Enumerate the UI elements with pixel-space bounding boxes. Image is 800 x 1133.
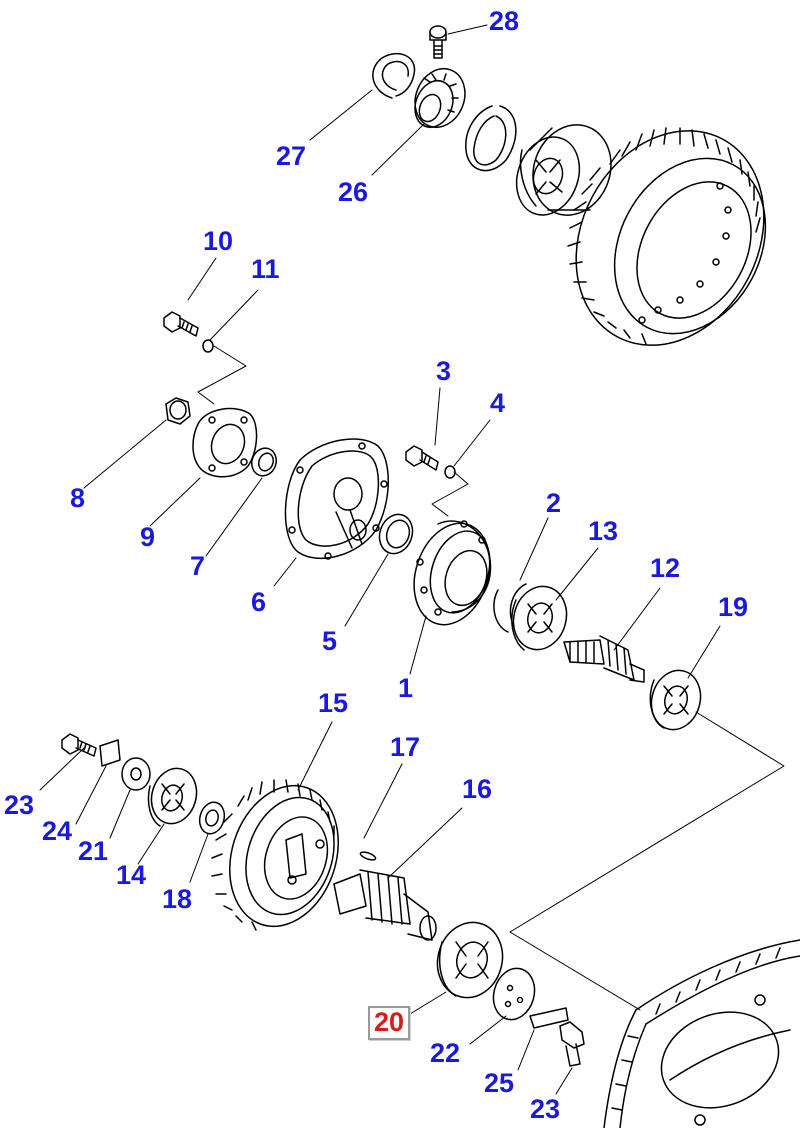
callout-11[interactable]: 11 — [251, 254, 280, 284]
leader-lines — [39, 24, 785, 1095]
callout-23-lower[interactable]: 23 — [530, 1094, 561, 1124]
callout-8[interactable]: 8 — [70, 483, 86, 513]
part-24-lock-plate — [99, 739, 121, 767]
part-20-bearing — [436, 921, 504, 999]
part-15-gear — [211, 779, 339, 931]
part-12-pinion — [563, 635, 645, 683]
part-9-plate — [192, 407, 258, 478]
part-21-washer — [121, 757, 151, 791]
part-housing-large — [603, 939, 800, 1129]
callout-23-upper[interactable]: 23 — [4, 790, 35, 820]
part-27-snap-ring — [372, 53, 416, 99]
callout-16[interactable]: 16 — [462, 774, 493, 804]
callout-20-highlighted[interactable]: 20 — [368, 1006, 411, 1040]
part-10-bolt — [163, 311, 199, 337]
callout-22[interactable]: 22 — [430, 1038, 461, 1068]
part-7-seal — [250, 447, 278, 477]
part-1-housing — [413, 520, 492, 626]
part-8-nut — [165, 397, 191, 425]
part-19-bearing — [649, 669, 702, 731]
callout-7[interactable]: 7 — [190, 551, 206, 581]
part-4-washer — [444, 465, 456, 479]
callout-4[interactable]: 4 — [490, 388, 506, 418]
callout-25[interactable]: 25 — [484, 1068, 515, 1098]
callout-3[interactable]: 3 — [436, 356, 452, 386]
callout-28[interactable]: 28 — [489, 6, 520, 36]
part-5-seal — [378, 513, 414, 555]
part-18-spacer — [198, 801, 226, 835]
callout-21[interactable]: 21 — [78, 836, 109, 866]
part-22-plate — [492, 967, 536, 1021]
part-23-bolt — [61, 733, 97, 757]
part-11-washer — [202, 339, 214, 353]
callout-2[interactable]: 2 — [546, 488, 562, 518]
part-23-bolt-lower — [559, 1021, 585, 1067]
callout-26[interactable]: 26 — [338, 177, 369, 207]
part-16-shaft — [333, 869, 437, 941]
part-snap-ring-large — [465, 105, 517, 172]
part-28-bolt — [429, 25, 447, 59]
part-2-ring — [493, 583, 527, 633]
callout-14[interactable]: 14 — [116, 860, 147, 890]
callout-17[interactable]: 17 — [390, 732, 421, 762]
callout-18[interactable]: 18 — [162, 884, 193, 914]
callout-27[interactable]: 27 — [276, 141, 307, 171]
part-6-cover — [284, 438, 389, 560]
part-17-pin — [359, 851, 377, 861]
callout-9[interactable]: 9 — [140, 522, 156, 552]
callout-1[interactable]: 1 — [398, 673, 414, 703]
part-bearing-upper — [515, 124, 612, 216]
callout-13[interactable]: 13 — [588, 516, 619, 546]
callout-10[interactable]: 10 — [203, 226, 234, 256]
part-26-bearing — [414, 68, 466, 129]
callout-5[interactable]: 5 — [322, 626, 338, 656]
callout-24[interactable]: 24 — [42, 816, 73, 846]
part-25-lock-plate — [529, 1007, 569, 1029]
callout-6[interactable]: 6 — [251, 587, 267, 617]
callout-19[interactable]: 19 — [718, 592, 749, 622]
part-3-bolt — [405, 445, 439, 471]
callout-15[interactable]: 15 — [318, 688, 349, 718]
callout-12[interactable]: 12 — [650, 553, 681, 583]
part-14-bearing — [147, 767, 198, 827]
part-ring-gear — [567, 127, 767, 346]
part-13-bearing — [511, 585, 568, 651]
